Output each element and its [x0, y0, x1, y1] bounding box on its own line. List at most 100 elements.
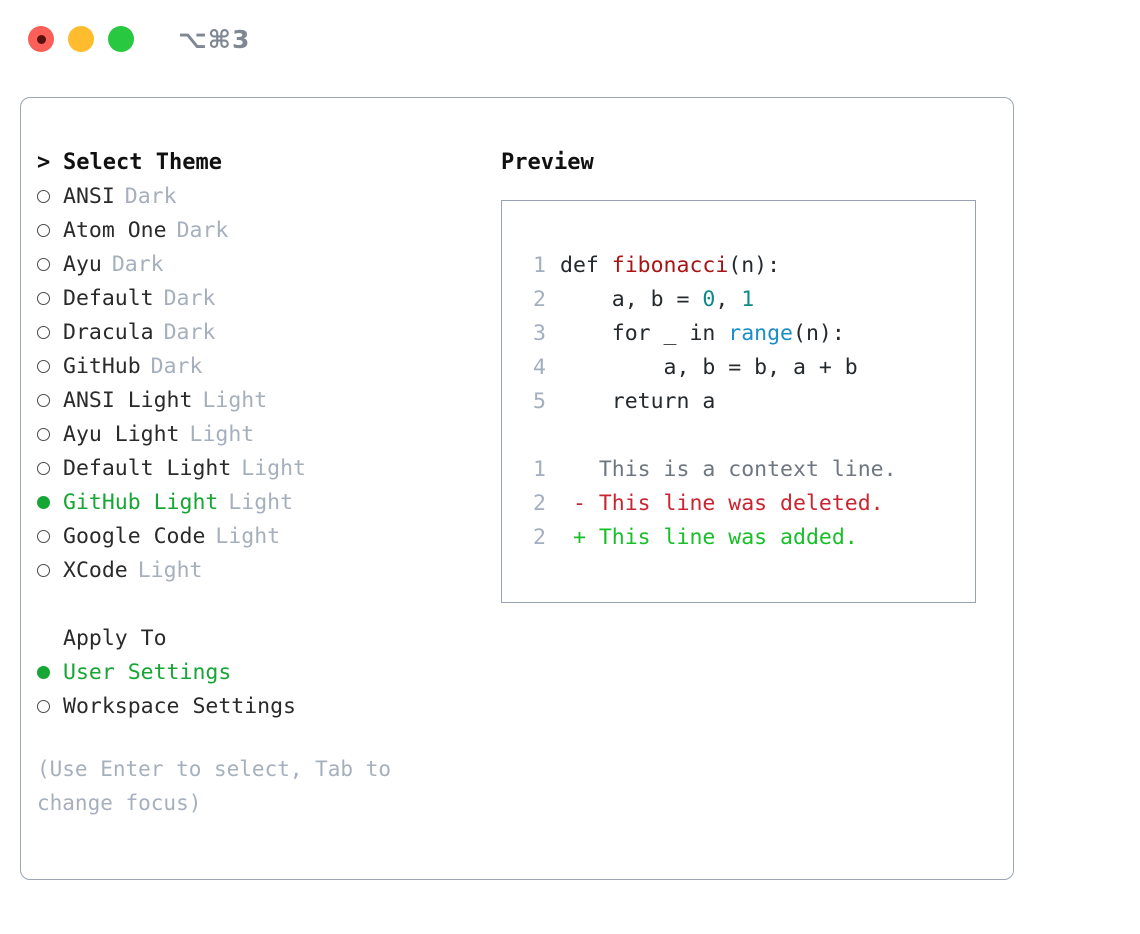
code-token-plain: for _ in	[560, 321, 729, 346]
theme-mode-label: Dark	[111, 252, 164, 277]
theme-name-label: ANSI Light	[63, 388, 193, 413]
apply-to-label: User Settings	[63, 660, 232, 685]
diff-line-number: 2	[533, 491, 546, 516]
code-token-plain: def	[560, 253, 612, 278]
select-theme-header-label: Select Theme	[63, 150, 222, 175]
theme-radio-marker	[37, 180, 63, 214]
code-diff-gap	[520, 419, 975, 453]
radio-unselected-icon	[37, 257, 50, 271]
diff-text: This line was added.	[585, 525, 858, 550]
maximize-button[interactable]	[108, 26, 134, 52]
cursor-caret-icon: >	[37, 150, 51, 175]
code-token-plain: (n):	[728, 253, 781, 278]
diff-text: This is a context line.	[585, 457, 897, 482]
theme-mode-label: Light	[228, 490, 294, 515]
select-theme-header: > Select Theme	[37, 146, 477, 180]
theme-list-item[interactable]: ANSI Light Light	[37, 384, 477, 418]
record-indicator-icon	[36, 34, 46, 44]
apply-radio-marker	[37, 656, 63, 690]
code-token-func: fibonacci	[611, 253, 729, 278]
apply-to-label: Workspace Settings	[63, 694, 296, 719]
window-title: ⌥⌘3	[178, 24, 251, 54]
theme-name-label: Ayu Light	[63, 422, 180, 447]
theme-list-item[interactable]: Default Light Light	[37, 452, 477, 486]
diff-sample: 1 This is a context line.2 - This line w…	[520, 453, 975, 555]
radio-unselected-icon	[37, 427, 50, 441]
theme-list-item[interactable]: Atom One Dark	[37, 214, 477, 248]
apply-to-option[interactable]: Workspace Settings	[37, 690, 477, 724]
radio-unselected-icon	[37, 461, 50, 475]
code-token-plain: (n):	[793, 321, 845, 346]
keyboard-hint: (Use Enter to select, Tab to change focu…	[37, 757, 392, 815]
code-line: 5 return a	[520, 385, 975, 419]
apply-to-option[interactable]: User Settings	[37, 656, 477, 690]
diff-line-number: 2	[533, 525, 546, 550]
theme-name-label: ANSI	[63, 184, 115, 209]
radio-unselected-icon	[37, 223, 50, 237]
theme-list-item[interactable]: GitHub Light Light	[37, 486, 477, 520]
code-token-plain: ,	[715, 287, 742, 312]
radio-unselected-icon	[37, 325, 50, 339]
code-token-num: 1	[741, 287, 755, 312]
radio-unselected-icon	[37, 359, 50, 373]
radio-selected-icon	[37, 665, 50, 679]
line-number: 3	[533, 321, 546, 346]
theme-radio-marker	[37, 418, 63, 452]
theme-radio-marker	[37, 486, 63, 520]
theme-mode-label: Dark	[176, 218, 229, 243]
theme-radio-marker	[37, 452, 63, 486]
theme-radio-marker	[37, 384, 63, 418]
radio-unselected-icon	[37, 563, 50, 577]
theme-mode-label: Light	[137, 558, 203, 583]
theme-mode-label: Light	[202, 388, 268, 413]
close-button[interactable]	[28, 26, 54, 52]
radio-unselected-icon	[37, 393, 50, 407]
theme-radio-marker	[37, 554, 63, 588]
line-number: 2	[533, 287, 546, 312]
line-number: 5	[533, 389, 546, 414]
code-token-plain: return a	[560, 389, 716, 414]
code-token-plain: a, b =	[560, 287, 703, 312]
theme-name-label: Default	[63, 286, 154, 311]
theme-name-label: Default Light	[63, 456, 232, 481]
theme-list-item[interactable]: Ayu Light Light	[37, 418, 477, 452]
code-token-builtin: range	[728, 321, 794, 346]
diff-text: This line was deleted.	[585, 491, 884, 516]
diff-line-context: 1 This is a context line.	[520, 453, 975, 487]
theme-mode-label: Light	[189, 422, 255, 447]
title-bar: ⌥⌘3	[0, 0, 1140, 78]
radio-selected-icon	[37, 495, 50, 509]
theme-radio-marker	[37, 214, 63, 248]
diff-sign: +	[560, 525, 586, 550]
apply-radio-marker	[37, 690, 63, 724]
radio-unselected-icon	[37, 699, 50, 713]
theme-mode-label: Light	[241, 456, 307, 481]
theme-radio-marker	[37, 282, 63, 316]
minimize-button[interactable]	[68, 26, 94, 52]
theme-mode-label: Light	[215, 524, 281, 549]
list-spacer	[37, 588, 477, 622]
theme-radio-marker	[37, 350, 63, 384]
diff-sign	[560, 457, 586, 482]
line-number: 4	[533, 355, 546, 380]
theme-name-label: Atom One	[63, 218, 167, 243]
theme-mode-label: Dark	[150, 354, 203, 379]
code-line: 3 for _ in range(n):	[520, 317, 975, 351]
theme-name-label: GitHub Light	[63, 490, 219, 515]
code-token-num: 0	[702, 287, 716, 312]
apply-to-header: Apply To	[63, 626, 167, 651]
